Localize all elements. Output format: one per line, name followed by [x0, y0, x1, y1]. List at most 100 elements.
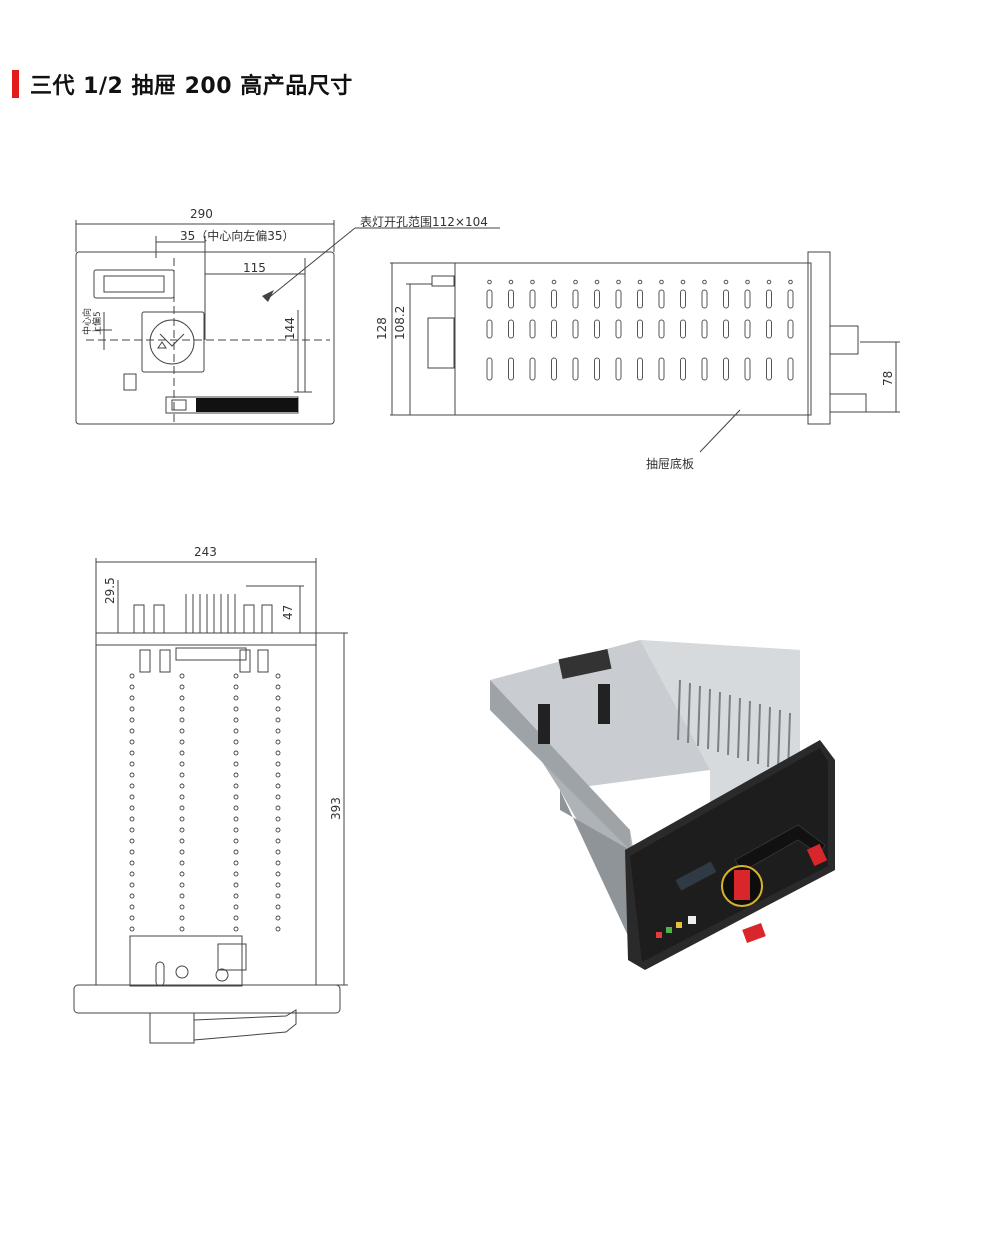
floor-hole [129, 783, 135, 789]
photo-vent-slot [727, 694, 731, 756]
drawer-handle [149, 1012, 195, 1044]
floor-hole [129, 827, 135, 833]
terminal-block [175, 647, 247, 661]
floor-hole [275, 728, 281, 734]
dim-78: 78 [881, 371, 895, 386]
floor-hole [233, 805, 239, 811]
page-title: 三代 1/2 抽屉 200 高产品尺寸 [30, 74, 353, 99]
vent-slot [551, 289, 557, 309]
vent-slot [680, 289, 686, 309]
floor-hole [129, 772, 135, 778]
floor-hole [129, 816, 135, 822]
dim-393: 393 [329, 797, 343, 820]
vent-slot [701, 289, 708, 309]
floor-hole [179, 706, 185, 712]
floor-hole [179, 794, 185, 800]
drawer-body-outline [95, 632, 317, 986]
vent-slot [529, 357, 536, 381]
floor-hole [233, 915, 239, 921]
vent-slot [637, 289, 643, 309]
floor-hole [275, 695, 281, 701]
floor-hole [179, 695, 185, 701]
floor-hole [275, 816, 281, 822]
vent-hole [659, 279, 664, 285]
floor-hole [129, 673, 135, 679]
vent-slot [701, 319, 708, 339]
floor-hole [179, 893, 185, 899]
floor-hole [275, 717, 281, 723]
vent-slot [723, 289, 729, 309]
vent-slot [637, 319, 643, 339]
floor-hole [275, 739, 281, 745]
floor-vent-holes [129, 673, 281, 932]
floor-hole [129, 695, 135, 701]
floor-hole [129, 805, 135, 811]
floor-hole [275, 871, 281, 877]
floor-hole [275, 838, 281, 844]
dim-243: 243 [194, 545, 217, 559]
vent-slot [658, 357, 665, 381]
vent-hole [745, 279, 750, 285]
vent-hole [637, 279, 643, 285]
floor-hole [233, 706, 239, 712]
floor-hole [233, 816, 239, 822]
dim-35: 35（中心向左偏35） [180, 228, 295, 243]
vent-slot [744, 357, 751, 381]
vent-slot [766, 289, 772, 309]
floor-hole [233, 695, 239, 701]
vent-slot [723, 319, 729, 339]
floor-hole [275, 860, 281, 866]
photo-vent-slot [677, 679, 681, 741]
rotary-switch-knob [149, 319, 195, 365]
vent-slot [551, 357, 557, 381]
floor-hole [129, 728, 135, 734]
vent-hole [551, 279, 557, 285]
vent-slot [572, 357, 579, 381]
floor-hole [233, 761, 239, 767]
vent-hole [530, 279, 535, 285]
photo-vent-slot [757, 703, 761, 765]
vent-slot [680, 357, 686, 381]
vent-slot [594, 319, 600, 339]
floor-hole [233, 739, 239, 745]
vent-hole [616, 279, 621, 285]
floor-hole [129, 871, 135, 877]
floor-hole [129, 684, 135, 690]
floor-hole [129, 882, 135, 888]
vent-slot [766, 319, 772, 339]
floor-hole [233, 772, 239, 778]
dim-128: 128 [375, 317, 389, 340]
vent-slot [486, 319, 493, 339]
photo-vent-slot [697, 685, 701, 747]
dim-115: 115 [243, 261, 266, 275]
floor-hole [233, 750, 239, 756]
photo-meter-window [675, 861, 717, 891]
floor-hole [179, 728, 185, 734]
photo-terminal-block [558, 649, 612, 679]
floor-hole [275, 904, 281, 910]
floor-hole [179, 926, 185, 932]
floor-hole [275, 673, 281, 679]
vertical-offset-line1: 中心向 [81, 308, 93, 335]
floor-hole [275, 772, 281, 778]
floor-hole [179, 772, 185, 778]
floor-hole [179, 739, 185, 745]
vent-slot [508, 319, 514, 339]
vent-slot [615, 289, 622, 309]
floor-hole [233, 794, 239, 800]
vent-slot [508, 289, 514, 309]
floor-hole [179, 750, 185, 756]
vent-slot [744, 289, 751, 309]
photo-vent-slot [747, 700, 751, 762]
photo-vent-slot [777, 709, 781, 771]
floor-hole [179, 849, 185, 855]
vent-hole [487, 279, 492, 285]
floor-hole [179, 838, 185, 844]
floor-hole [129, 915, 135, 921]
dim-29-5: 29.5 [103, 577, 117, 604]
photo-vent-slot [687, 682, 691, 744]
dim-290: 290 [190, 207, 213, 221]
floor-hole [129, 739, 135, 745]
